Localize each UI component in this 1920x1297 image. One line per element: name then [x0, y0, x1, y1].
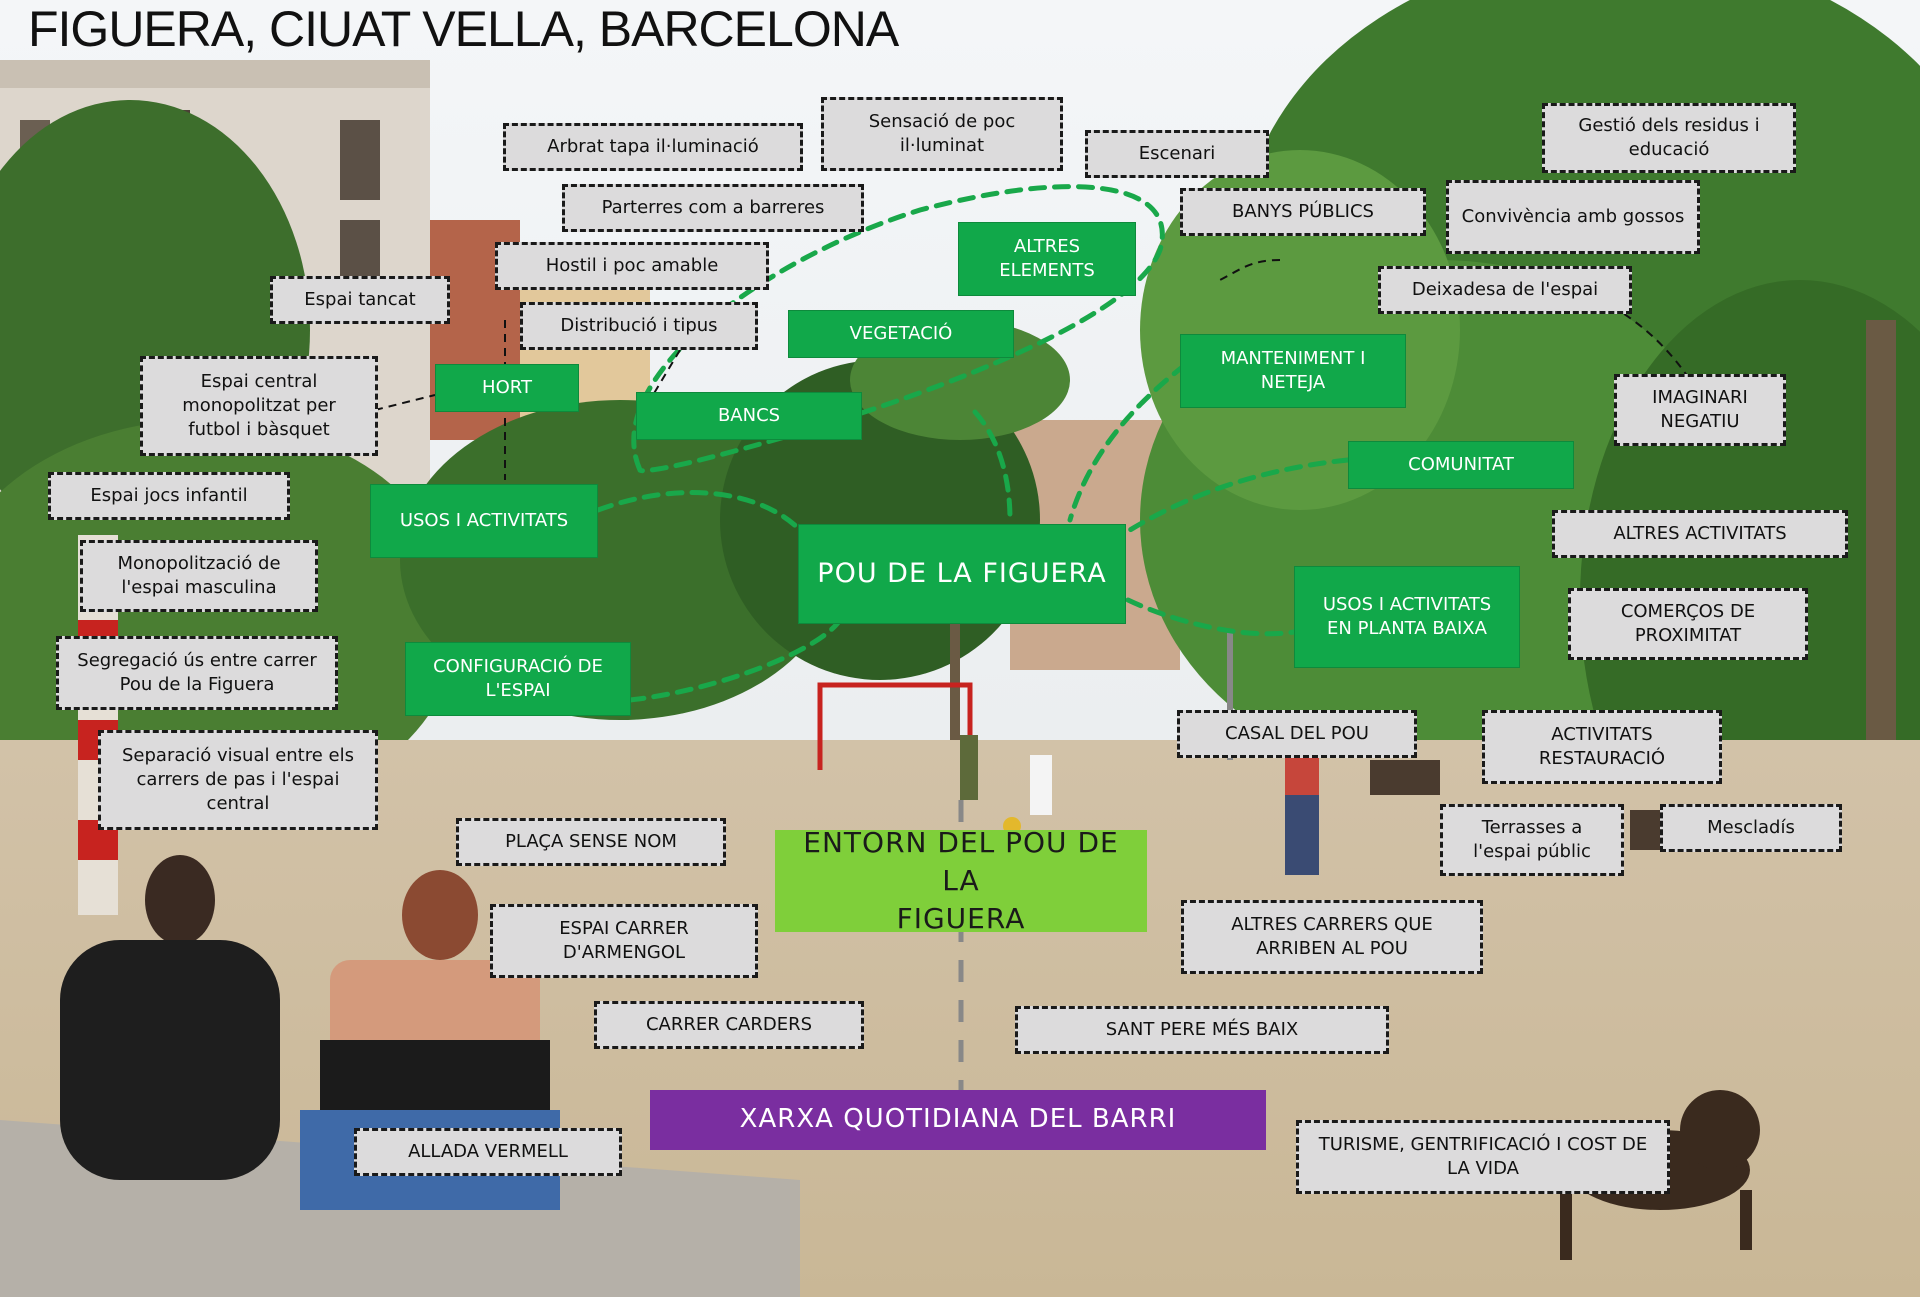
- note-allada: ALLADA VERMELL: [354, 1128, 622, 1176]
- note-segregacio: Segregació ús entre carrer Pou de la Fig…: [56, 636, 338, 710]
- foreground-people: [0, 855, 800, 1297]
- note-casal: CASAL DEL POU: [1177, 710, 1417, 758]
- note-activitats-restauracio: ACTIVITATS RESTAURACIÓ: [1482, 710, 1722, 784]
- note-escenari: Escenari: [1085, 130, 1269, 178]
- note-arbrat: Arbrat tapa il·luminació: [503, 123, 803, 171]
- note-placa: PLAÇA SENSE NOM: [456, 818, 726, 866]
- note-monopolitzacio: Monopolització de l'espai masculina: [80, 540, 318, 612]
- note-carders: CARRER CARDERS: [594, 1001, 864, 1049]
- page-title: FIGUERA, CIUAT VELLA, BARCELONA: [28, 1, 899, 57]
- note-parterres: Parterres com a barreres: [562, 184, 864, 232]
- note-altres-carrers: ALTRES CARRERS QUE ARRIBEN AL POU: [1181, 900, 1483, 974]
- category-hort: HORT: [435, 364, 579, 412]
- note-mescladis: Mescladís: [1660, 804, 1842, 852]
- note-separacio: Separació visual entre els carrers de pa…: [98, 730, 378, 830]
- note-banys: BANYS PÚBLICS: [1180, 188, 1426, 236]
- category-vegetacio: VEGETACIÓ: [788, 310, 1014, 358]
- note-altres-activitats: ALTRES ACTIVITATS: [1552, 510, 1848, 558]
- note-distribucio: Distribució i tipus: [520, 302, 758, 350]
- note-terrasses: Terrasses a l'espai públic: [1440, 804, 1624, 876]
- entorn-node: ENTORN DEL POU DE LA FIGUERA: [775, 826, 1147, 935]
- goal-posts: [817, 682, 973, 770]
- note-imaginari: IMAGINARI NEGATIU: [1614, 374, 1786, 446]
- xarxa-node: XARXA QUOTIDIANA DEL BARRI: [650, 1090, 1266, 1150]
- category-altres-elements: ALTRES ELEMENTS: [958, 222, 1136, 296]
- category-usos-activitats: USOS I ACTIVITATS: [370, 484, 598, 558]
- note-comercos: COMERÇOS DE PROXIMITAT: [1568, 588, 1808, 660]
- category-bancs: BANCS: [636, 392, 862, 440]
- background-people: [960, 735, 1319, 875]
- note-jocs: Espai jocs infantil: [48, 472, 290, 520]
- note-turisme: TURISME, GENTRIFICACIÓ I COST DE LA VIDA: [1296, 1120, 1670, 1194]
- note-sant-pere: SANT PERE MÉS BAIX: [1015, 1006, 1389, 1054]
- note-convivencia: Convivència amb gossos: [1446, 180, 1700, 254]
- note-espai-central: Espai central monopolitzat per futbol i …: [140, 356, 378, 456]
- note-deixadesa: Deixadesa de l'espai: [1378, 266, 1632, 314]
- note-hostil: Hostil i poc amable: [495, 242, 769, 290]
- category-manteniment: MANTENIMENT I NETEJA: [1180, 334, 1406, 408]
- category-configuracio: CONFIGURACIÓ DE L'ESPAI: [405, 642, 631, 716]
- note-espai-tancat: Espai tancat: [270, 276, 450, 324]
- note-gestio: Gestió dels residus i educació: [1542, 103, 1796, 173]
- category-comunitat: COMUNITAT: [1348, 441, 1574, 489]
- note-sensacio: Sensació de poc il·luminat: [821, 97, 1063, 171]
- central-node-pou-de-la-figuera: POU DE LA FIGUERA: [798, 524, 1126, 624]
- note-armengol: ESPAI CARRER D'ARMENGOL: [490, 904, 758, 978]
- category-usos-planta-baixa: USOS I ACTIVITATS EN PLANTA BAIXA: [1294, 566, 1520, 668]
